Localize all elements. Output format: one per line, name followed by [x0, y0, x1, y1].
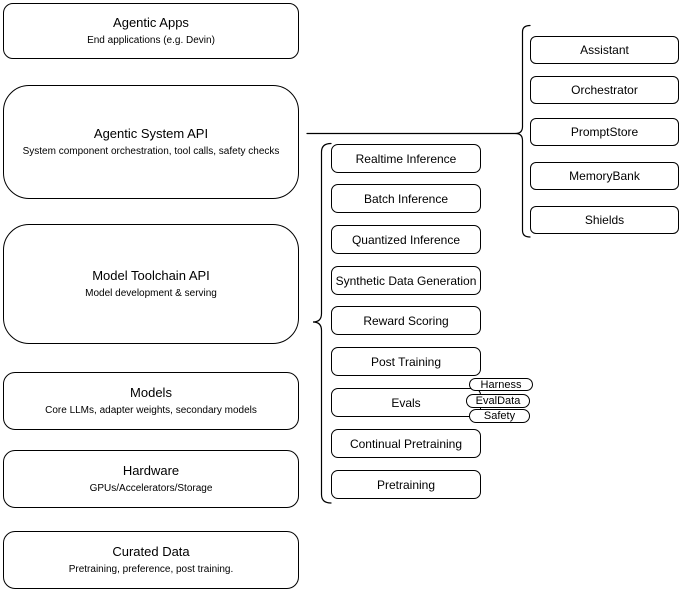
- node-assistant: Assistant: [530, 36, 679, 64]
- node-models: Models Core LLMs, adapter weights, secon…: [3, 372, 299, 430]
- node-evals: Evals: [331, 388, 481, 417]
- node-batch-inference: Batch Inference: [331, 184, 481, 213]
- pill-evaldata: EvalData: [466, 394, 530, 408]
- pill-harness: Harness: [469, 378, 533, 391]
- node-quantized-inference: Quantized Inference: [331, 225, 481, 254]
- node-model-toolchain-api: Model Toolchain API Model development & …: [3, 224, 299, 344]
- node-curated-data: Curated Data Pretraining, preference, po…: [3, 531, 299, 589]
- node-subtitle: Core LLMs, adapter weights, secondary mo…: [45, 405, 257, 417]
- node-agentic-system-api: Agentic System API System component orch…: [3, 85, 299, 199]
- toolchain-group-brace-icon: [312, 142, 332, 504]
- node-orchestrator: Orchestrator: [530, 76, 679, 104]
- node-title: Model Toolchain API: [92, 267, 210, 283]
- node-title: Hardware: [122, 462, 180, 478]
- node-title: Agentic System API: [93, 125, 209, 141]
- node-hardware: Hardware GPUs/Accelerators/Storage: [3, 450, 299, 508]
- node-title: Models: [130, 384, 172, 400]
- node-shields: Shields: [530, 206, 679, 234]
- node-subtitle: Model development & serving: [85, 288, 217, 300]
- node-realtime-inference: Realtime Inference: [331, 144, 481, 173]
- node-pretraining: Pretraining: [331, 470, 481, 499]
- node-agentic-apps: Agentic Apps End applications (e.g. Devi…: [3, 3, 299, 59]
- pill-safety: Safety: [469, 409, 530, 423]
- node-subtitle: GPUs/Accelerators/Storage: [89, 483, 213, 495]
- node-synthetic-data-generation: Synthetic Data Generation: [331, 266, 481, 295]
- node-continual-pretraining: Continual Pretraining: [331, 429, 481, 458]
- node-subtitle: End applications (e.g. Devin): [87, 35, 215, 47]
- node-promptstore: PromptStore: [530, 118, 679, 146]
- node-subtitle: System component orchestration, tool cal…: [22, 146, 280, 158]
- node-title: Curated Data: [112, 543, 190, 559]
- node-memorybank: MemoryBank: [530, 162, 679, 190]
- node-reward-scoring: Reward Scoring: [331, 306, 481, 335]
- node-title: Agentic Apps: [113, 14, 189, 30]
- node-post-training: Post Training: [331, 347, 481, 376]
- system-group-brace-icon: [515, 24, 531, 238]
- node-subtitle: Pretraining, preference, post training.: [68, 564, 234, 576]
